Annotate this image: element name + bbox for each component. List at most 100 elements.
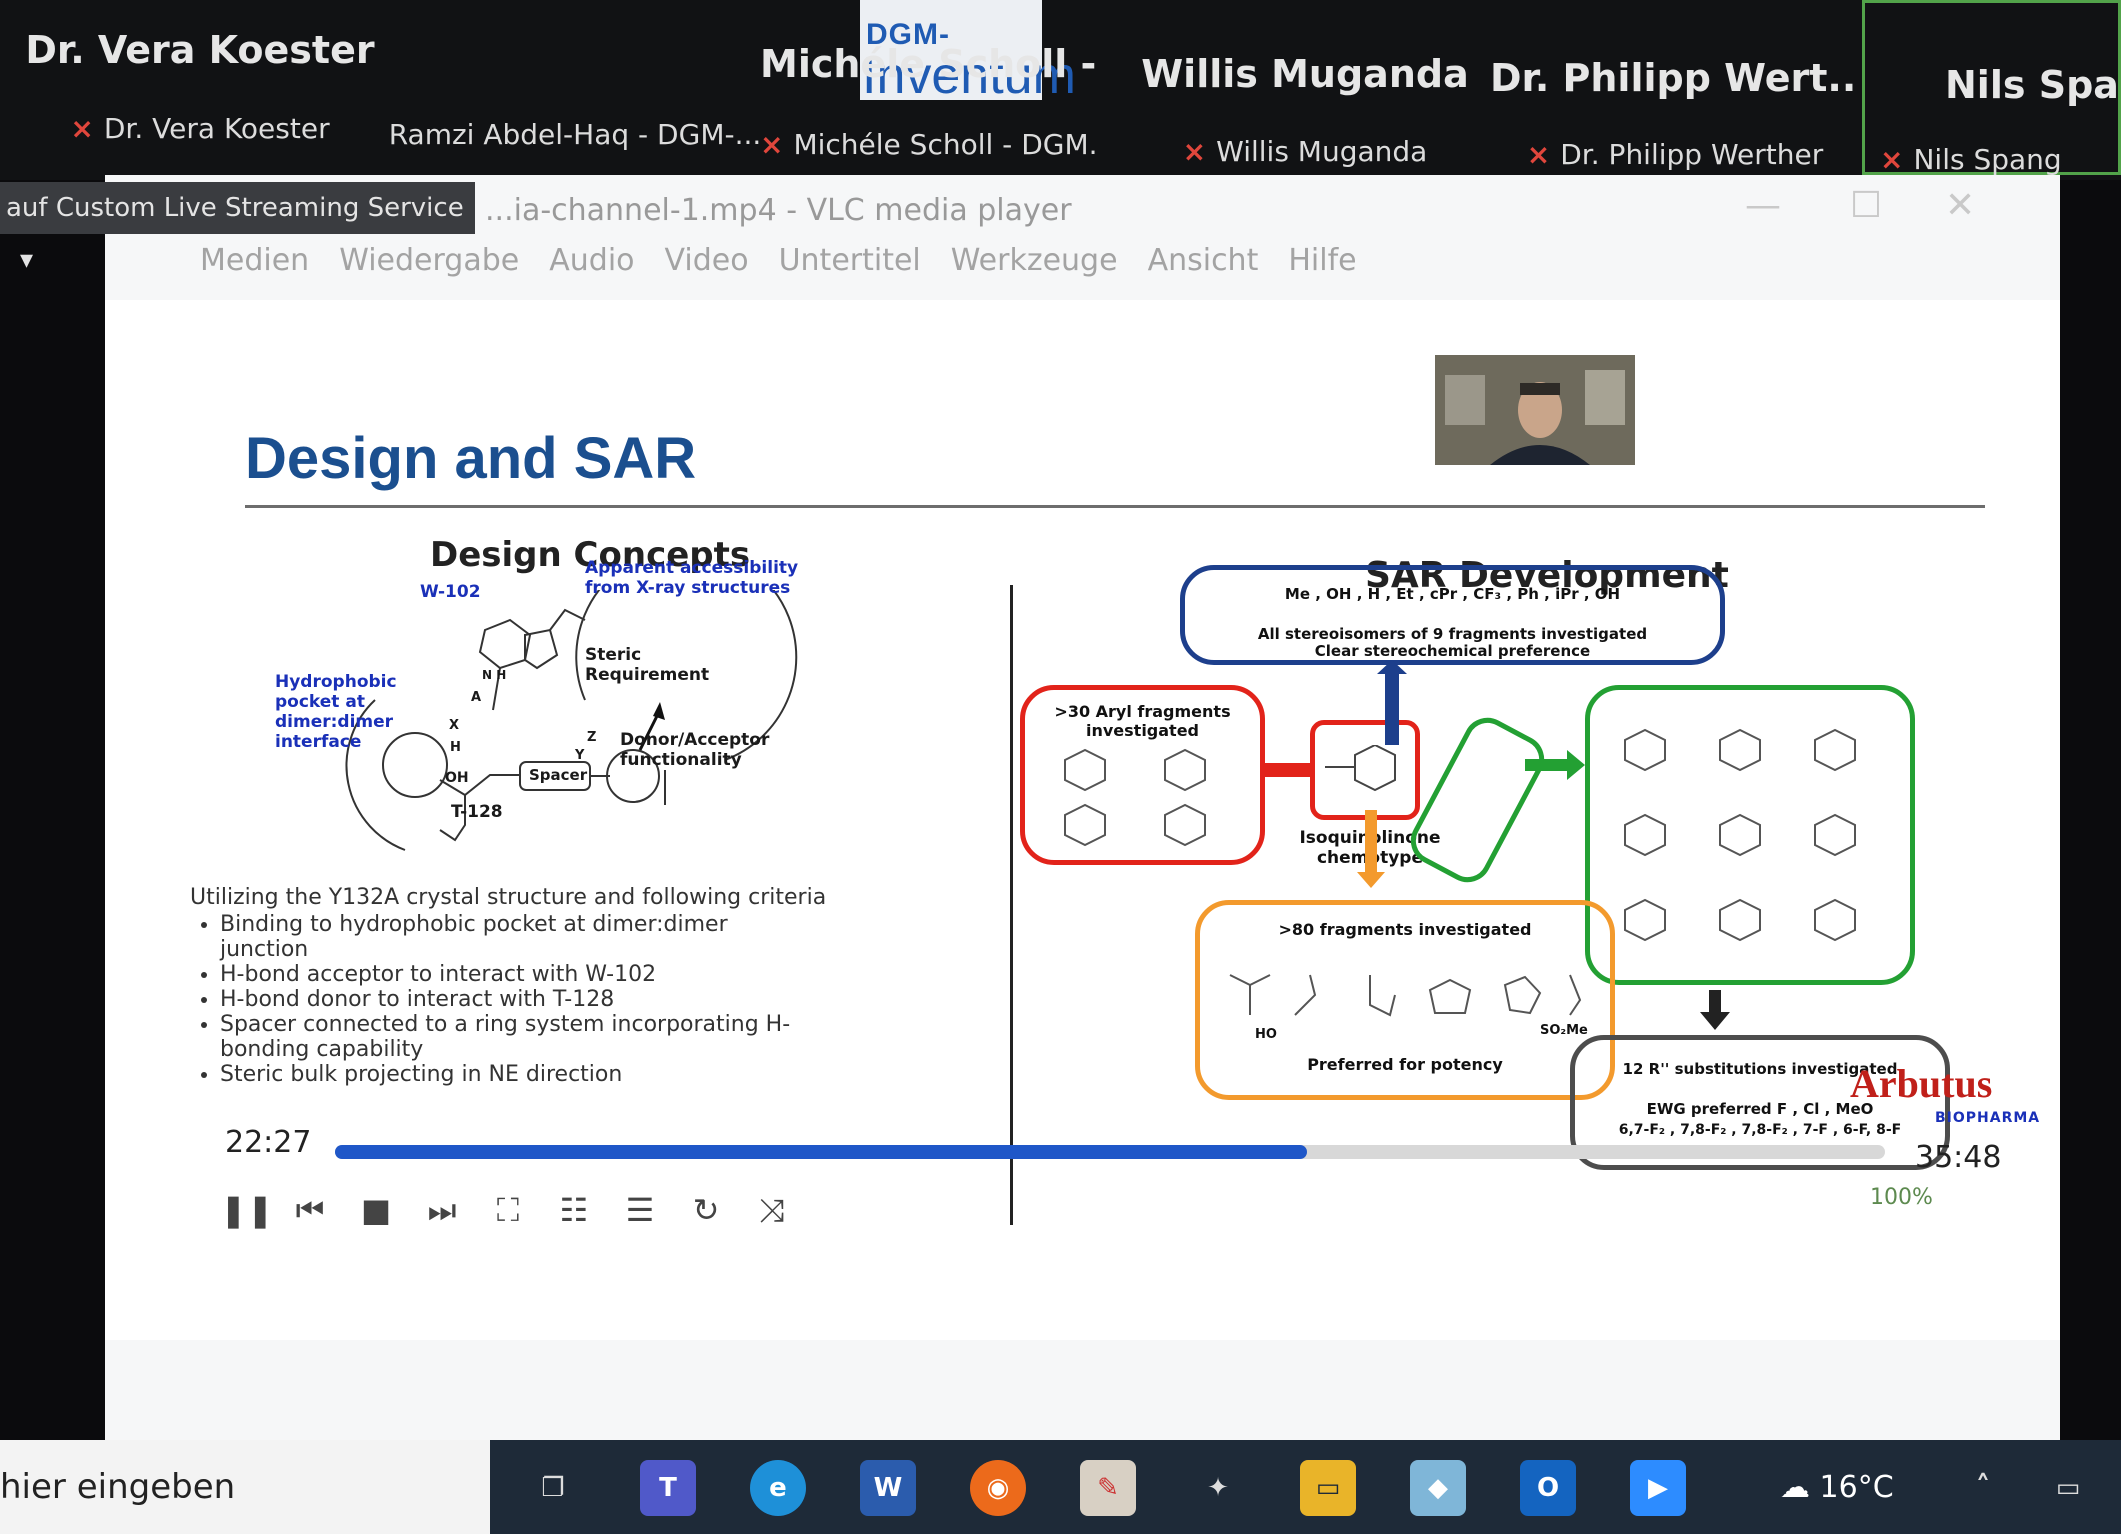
participant-tile-active-speaker[interactable]: Nils Span ⨯Nils Spang <box>1862 0 2121 176</box>
label-nh: N H <box>482 668 507 682</box>
weather-widget[interactable]: ☁ 16°C <box>1780 1470 1894 1505</box>
volume-level[interactable]: 100% <box>1870 1185 1933 1210</box>
seek-bar[interactable] <box>335 1145 1885 1159</box>
participant-name: Nils Span <box>1945 63 2118 107</box>
task-view-icon[interactable]: ❐ <box>541 1473 565 1503</box>
app-icon[interactable]: ◆ <box>1410 1460 1466 1516</box>
participant-name: Dr. Vera Koester <box>25 28 375 72</box>
chevron-down-icon: ▾ <box>20 245 34 275</box>
label-hydrophobic-pocket: Hydrophobic pocket at dimer:dimer interf… <box>275 672 397 752</box>
word-icon[interactable]: W <box>860 1460 916 1516</box>
muted-mic-icon: ⨯ <box>70 112 94 145</box>
app-icon[interactable]: ✦ <box>1207 1473 1229 1503</box>
participant-tile[interactable]: Willis Muganda ⨯Willis Muganda <box>1120 0 1490 175</box>
sar-development-heading: SAR Development <box>1365 555 1729 596</box>
menu-video[interactable]: Video <box>664 243 749 278</box>
participant-name: Michéle Scholl -... <box>760 42 1100 86</box>
participant-name: Willis Muganda <box>1141 52 1469 96</box>
previous-icon[interactable]: ⏮ <box>295 1190 325 1229</box>
aryl-fragments-drawing <box>1064 748 1206 847</box>
presenter-video <box>1435 355 1635 465</box>
label-h: H <box>450 740 461 755</box>
pause-icon[interactable]: ❚❚ <box>220 1191 274 1229</box>
fullscreen-icon[interactable]: ⛶ <box>496 1190 520 1229</box>
menu-wiedergabe[interactable]: Wiedergabe <box>339 243 520 278</box>
sar-box-blue: Me , OH , H , Et , cPr , CF₃ , Ph , iPr … <box>1180 565 1725 665</box>
label-w102: W-102 <box>420 582 481 602</box>
arbutus-logo-sub: BIOPHARMA <box>1935 1110 2041 1126</box>
label-x: X <box>449 718 460 733</box>
label-t128: T-128 <box>451 802 503 822</box>
time-current: 22:27 <box>225 1125 312 1160</box>
green-arrow <box>1525 750 1585 780</box>
list-item: Steric bulk projecting in NE direction <box>220 1062 810 1087</box>
menu-untertitel[interactable]: Untertitel <box>778 243 921 278</box>
label-so2me: SO₂Me <box>1540 1023 1588 1038</box>
extended-settings-icon[interactable]: ☷ <box>559 1191 589 1229</box>
video-area[interactable]: Design and SAR Design Concepts SAR Devel… <box>105 300 2060 1340</box>
muted-mic-icon: ⨯ <box>760 128 784 161</box>
muted-mic-icon: ⨯ <box>1526 138 1551 171</box>
window-title: ...ia-channel-1.mp4 - VLC media player <box>485 193 1072 228</box>
criteria-list: Binding to hydrophobic pocket at dimer:d… <box>180 912 810 1087</box>
playlist-icon[interactable]: ☰ <box>625 1191 655 1229</box>
sar-box-grey: 12 R'' substitutions investigated EWG pr… <box>1570 1035 1950 1170</box>
label-steric: Steric Requirement <box>585 645 710 685</box>
menu-hilfe[interactable]: Hilfe <box>1288 243 1357 278</box>
label-a: A <box>471 690 482 705</box>
down-arrow <box>1700 990 1730 1030</box>
close-icon[interactable]: ✕ <box>1945 185 1976 226</box>
participant-tile[interactable]: Dr. Vera Koester ⨯Dr. Vera Koester <box>0 0 400 175</box>
maximize-icon[interactable]: ☐ <box>1850 185 1883 226</box>
label-donor-acceptor: Donor/Acceptor functionality <box>620 730 770 770</box>
label-spacer: Spacer <box>529 766 588 784</box>
list-item: H-bond donor to interact with T-128 <box>220 987 810 1012</box>
label-y: Y <box>575 748 585 763</box>
participant-label: Ramzi Abdel-Haq - DGM-... <box>388 118 762 151</box>
edge-icon[interactable]: e <box>750 1460 806 1516</box>
next-icon[interactable]: ⏭ <box>427 1190 457 1229</box>
teams-icon[interactable]: T <box>640 1460 696 1516</box>
zoom-icon[interactable]: ▶ <box>1630 1460 1686 1516</box>
list-item: H-bond acceptor to interact with W-102 <box>220 962 810 987</box>
network-icon[interactable]: ▭ <box>2055 1473 2081 1503</box>
participant-label: ⨯Nils Spang <box>1880 143 2062 176</box>
player-controls: ❚❚ ⏮ ■ ⏭ ⛶ ☷ ☰ ↻ ⤨ <box>220 1180 796 1240</box>
participant-tile[interactable]: Dr. Philipp Wert... ⨯Dr. Philipp Werther <box>1490 0 1860 175</box>
live-stream-dropdown[interactable]: auf Custom Live Streaming Service ▾ <box>0 182 475 275</box>
minimize-icon[interactable]: — <box>1745 185 1781 226</box>
participant-label: ⨯Michéle Scholl - DGM... <box>760 128 1100 161</box>
participant-name: Dr. Philipp Wert... <box>1490 56 1860 100</box>
list-item: Binding to hydrophobic pocket at dimer:d… <box>220 912 810 962</box>
label-ho: HO <box>1255 1027 1277 1042</box>
vlc-window: ...ia-channel-1.mp4 - VLC media player —… <box>105 175 2060 1460</box>
menu-ansicht[interactable]: Ansicht <box>1147 243 1259 278</box>
loop-icon[interactable]: ↻ <box>692 1191 720 1229</box>
windows-taskbar: hier eingeben ❐ T e W ◉ ✎ ✦ ▭ ◆ O ▶ ☁ 16… <box>0 1440 2121 1534</box>
stop-icon[interactable]: ■ <box>360 1191 392 1229</box>
green-fragments-drawing <box>1624 728 1856 942</box>
file-explorer-icon[interactable]: ▭ <box>1300 1460 1356 1516</box>
sar-arrows <box>1265 660 1407 888</box>
participant-tile[interactable]: Michéle Scholl -... ⨯Michéle Scholl - DG… <box>760 0 1100 175</box>
participant-tile[interactable]: DGM- Inventum Ramzi Abdel-Haq - DGM-... <box>380 0 1076 175</box>
sar-box-green <box>1585 685 1915 985</box>
taskbar-search-input[interactable]: hier eingeben <box>0 1440 490 1534</box>
arbutus-logo: Arbutus <box>1850 1061 1993 1106</box>
participant-label: ⨯Willis Muganda <box>1182 135 1428 168</box>
menu-medien[interactable]: Medien <box>200 243 310 278</box>
menu-audio[interactable]: Audio <box>549 243 635 278</box>
sar-box-red: >30 Aryl fragments investigated <box>1020 685 1265 865</box>
outlook-icon[interactable]: O <box>1520 1460 1576 1516</box>
participant-label: ⨯Dr. Philipp Werther <box>1526 138 1824 171</box>
chevron-up-icon[interactable]: ˄ <box>1975 1470 1991 1505</box>
orange-fragments-drawing <box>1229 974 1582 1017</box>
shuffle-icon[interactable]: ⤨ <box>759 1190 785 1229</box>
label-oh: OH <box>445 770 469 786</box>
menu-werkzeuge[interactable]: Werkzeuge <box>950 243 1118 278</box>
slide-divider <box>245 505 1985 508</box>
firefox-icon[interactable]: ◉ <box>970 1460 1026 1516</box>
label-accessibility: Apparent accessibility from X-ray struct… <box>585 558 799 598</box>
list-item: Spacer connected to a ring system incorp… <box>220 1012 810 1062</box>
app-icon[interactable]: ✎ <box>1080 1460 1136 1516</box>
